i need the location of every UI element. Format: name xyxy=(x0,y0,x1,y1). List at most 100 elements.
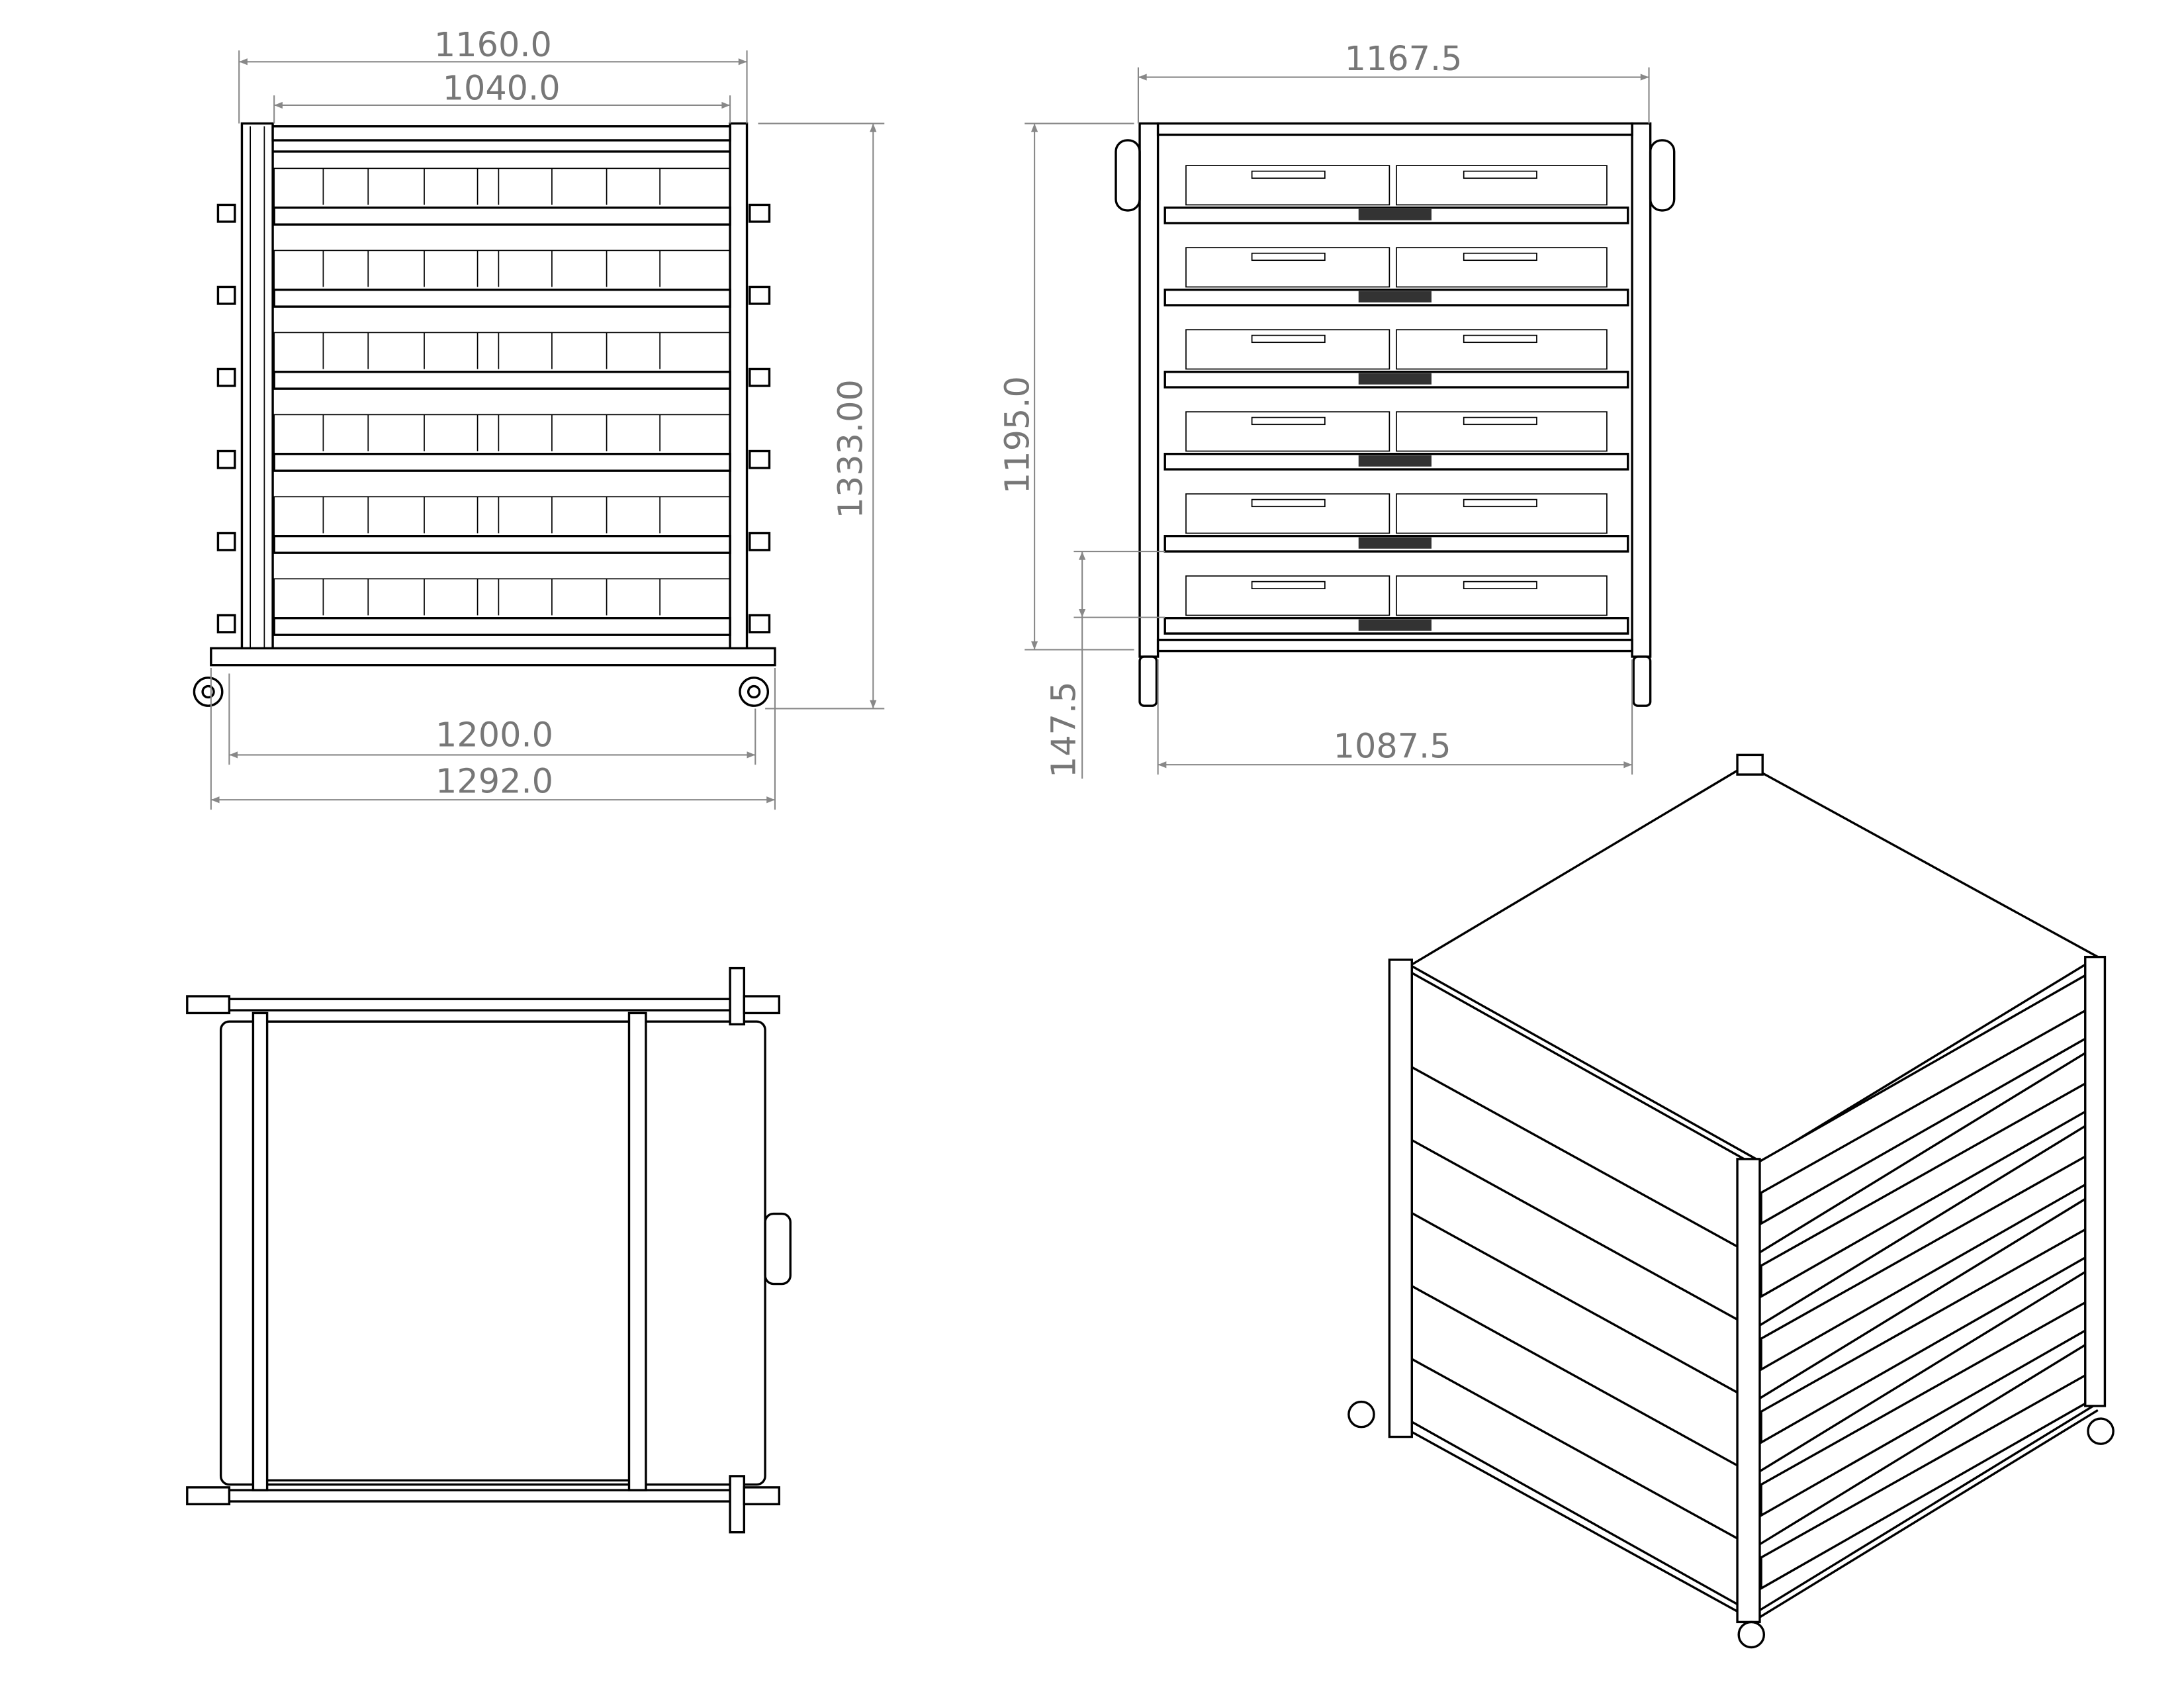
shelf-stop xyxy=(216,532,236,551)
crate xyxy=(273,414,731,455)
side-shelf xyxy=(1163,575,1629,635)
crate-label xyxy=(1463,170,1537,179)
shelf-stop xyxy=(216,203,236,223)
iso-shelf-left xyxy=(1410,1284,1755,1476)
crate-left xyxy=(1185,575,1390,616)
side-dimensions: 1167.5 1195.0 147.5 1087.5 xyxy=(998,39,1650,779)
isometric-view xyxy=(1347,753,2115,1649)
crate xyxy=(273,167,731,209)
crate xyxy=(273,578,731,619)
crate-right xyxy=(1396,411,1608,452)
side-shelf xyxy=(1163,247,1629,306)
top-panel xyxy=(219,1020,766,1486)
shelf-slide xyxy=(749,203,771,223)
front-shelf xyxy=(216,414,771,472)
dim-1040: 1040.0 xyxy=(443,68,561,107)
front-shelf xyxy=(216,332,771,390)
iso-shelf-right xyxy=(1753,1117,2099,1330)
shelf-stop xyxy=(216,285,236,305)
iso-shelf-left xyxy=(1410,1357,1755,1549)
crate-label xyxy=(1463,498,1537,508)
shelf-pull xyxy=(1358,291,1432,303)
dim-1195: 1195.0 xyxy=(998,376,1037,494)
front-shelf xyxy=(216,578,771,636)
crate-label xyxy=(1251,416,1326,426)
side-frame xyxy=(1115,122,1676,707)
top-view xyxy=(186,966,792,1534)
crate-right xyxy=(1396,329,1608,370)
crate-left xyxy=(1185,493,1390,534)
shelf-slide xyxy=(749,614,771,633)
shelf-pull xyxy=(1358,455,1432,467)
top-handle xyxy=(764,1212,792,1286)
iso-shelf-right xyxy=(1753,1263,2099,1476)
shelf-rail xyxy=(273,371,731,390)
right-handle xyxy=(1649,139,1676,212)
dim-1160: 1160.0 xyxy=(434,25,552,64)
dim-1087-5: 1087.5 xyxy=(1334,727,1451,766)
shelf-rail xyxy=(273,453,731,472)
shelf-rail xyxy=(273,535,731,554)
crate-right xyxy=(1396,247,1608,288)
iso-shelf-right xyxy=(1753,1336,2099,1549)
shelf-stop xyxy=(216,367,236,387)
crate-label xyxy=(1251,498,1326,508)
crate-left xyxy=(1185,247,1390,288)
side-shelves xyxy=(1163,165,1629,635)
iso-shelf-left xyxy=(1410,1211,1755,1403)
shelf-rail xyxy=(273,617,731,636)
shelf-pull xyxy=(1358,373,1432,385)
front-shelf xyxy=(216,496,771,554)
iso-shelf-right xyxy=(1753,1409,2099,1622)
crate xyxy=(273,250,731,291)
crate xyxy=(273,496,731,537)
dim-147-5: 147.5 xyxy=(1044,681,1083,778)
iso-shelf-right xyxy=(1753,1190,2099,1403)
iso-shelves xyxy=(1410,1006,2099,1622)
crate-label xyxy=(1251,252,1326,261)
front-shelves xyxy=(216,167,771,636)
crate-left xyxy=(1185,165,1390,206)
dim-1292: 1292.0 xyxy=(435,762,553,801)
shelf-rail xyxy=(273,207,731,226)
iso-shelf-left xyxy=(1410,1430,1755,1622)
front-view: 1160.0 1040.0 1333.00 1200.0 1292.0 xyxy=(193,25,885,810)
crate-label xyxy=(1463,416,1537,426)
crate-label xyxy=(1251,334,1326,344)
shelf-slide xyxy=(749,532,771,551)
crate-label xyxy=(1463,252,1537,261)
shelf-pull xyxy=(1358,619,1432,631)
shelf-stop xyxy=(216,449,236,469)
shelf-pull xyxy=(1358,209,1432,220)
shelf-stop xyxy=(216,614,236,633)
shelf-slide xyxy=(749,449,771,469)
crate-right xyxy=(1396,165,1608,206)
crate-right xyxy=(1396,575,1608,616)
crate-label xyxy=(1251,581,1326,590)
shelf-slide xyxy=(749,367,771,387)
crate-left xyxy=(1185,329,1390,370)
crate-label xyxy=(1463,581,1537,590)
dim-1333: 1333.00 xyxy=(831,379,870,518)
side-shelf xyxy=(1163,329,1629,389)
iso-shelf-left xyxy=(1410,1138,1755,1330)
shelf-rail xyxy=(273,289,731,308)
crate-label xyxy=(1251,170,1326,179)
dim-1200: 1200.0 xyxy=(435,716,553,755)
front-frame xyxy=(193,122,776,707)
side-shelf xyxy=(1163,493,1629,553)
side-shelf xyxy=(1163,411,1629,471)
shelf-pull xyxy=(1358,537,1432,549)
iso-shelf-left xyxy=(1410,1065,1755,1257)
left-handle xyxy=(1115,139,1141,212)
dim-1167-5: 1167.5 xyxy=(1345,39,1463,78)
front-dimensions: 1160.0 1040.0 1333.00 1200.0 1292.0 xyxy=(210,25,885,810)
crate xyxy=(273,332,731,373)
crate-left xyxy=(1185,411,1390,452)
iso-shelf-right xyxy=(1753,1044,2099,1257)
front-shelf xyxy=(216,167,771,226)
side-view: 1167.5 1195.0 147.5 1087.5 xyxy=(998,39,1676,779)
crate-label xyxy=(1463,334,1537,344)
crate-right xyxy=(1396,493,1608,534)
